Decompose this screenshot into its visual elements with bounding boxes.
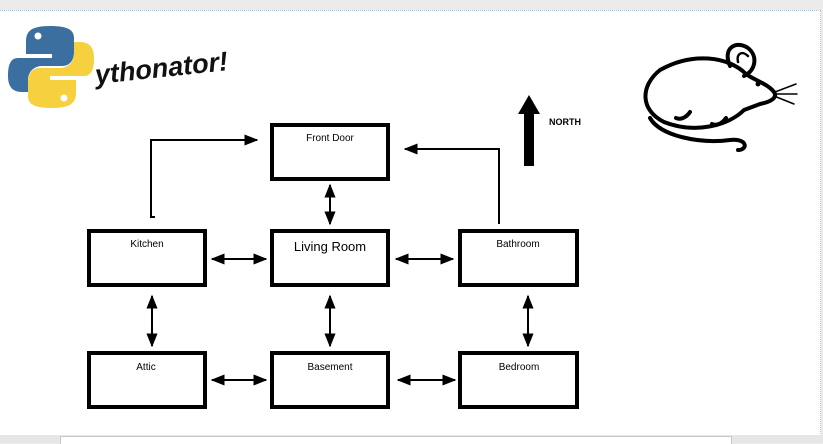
python-logo-icon xyxy=(8,26,94,108)
logo-text: ythonator! xyxy=(92,46,230,90)
room-label-front-door: Front Door xyxy=(306,133,354,144)
mouse-icon xyxy=(643,42,798,152)
basement-box xyxy=(270,351,390,409)
connector-kitchen-frontdoor xyxy=(150,134,259,218)
room-label-bedroom: Bedroom xyxy=(499,362,540,373)
room-label-living-room: Living Room xyxy=(294,239,366,254)
front-door-box xyxy=(270,123,390,181)
room-label-attic: Attic xyxy=(136,362,155,373)
bottom-input-strip xyxy=(60,436,732,444)
north-arrow-icon xyxy=(518,95,540,166)
north-label: NORTH xyxy=(549,117,581,127)
bathroom-box xyxy=(458,229,579,287)
room-label-kitchen: Kitchen xyxy=(130,239,163,250)
attic-box xyxy=(87,351,207,409)
connector-bathroom-frontdoor xyxy=(403,143,500,224)
bedroom-box xyxy=(458,351,579,409)
kitchen-box xyxy=(87,229,207,287)
living-room-box xyxy=(270,229,390,287)
room-label-basement: Basement xyxy=(307,362,352,373)
room-label-bathroom: Bathroom xyxy=(496,239,539,250)
